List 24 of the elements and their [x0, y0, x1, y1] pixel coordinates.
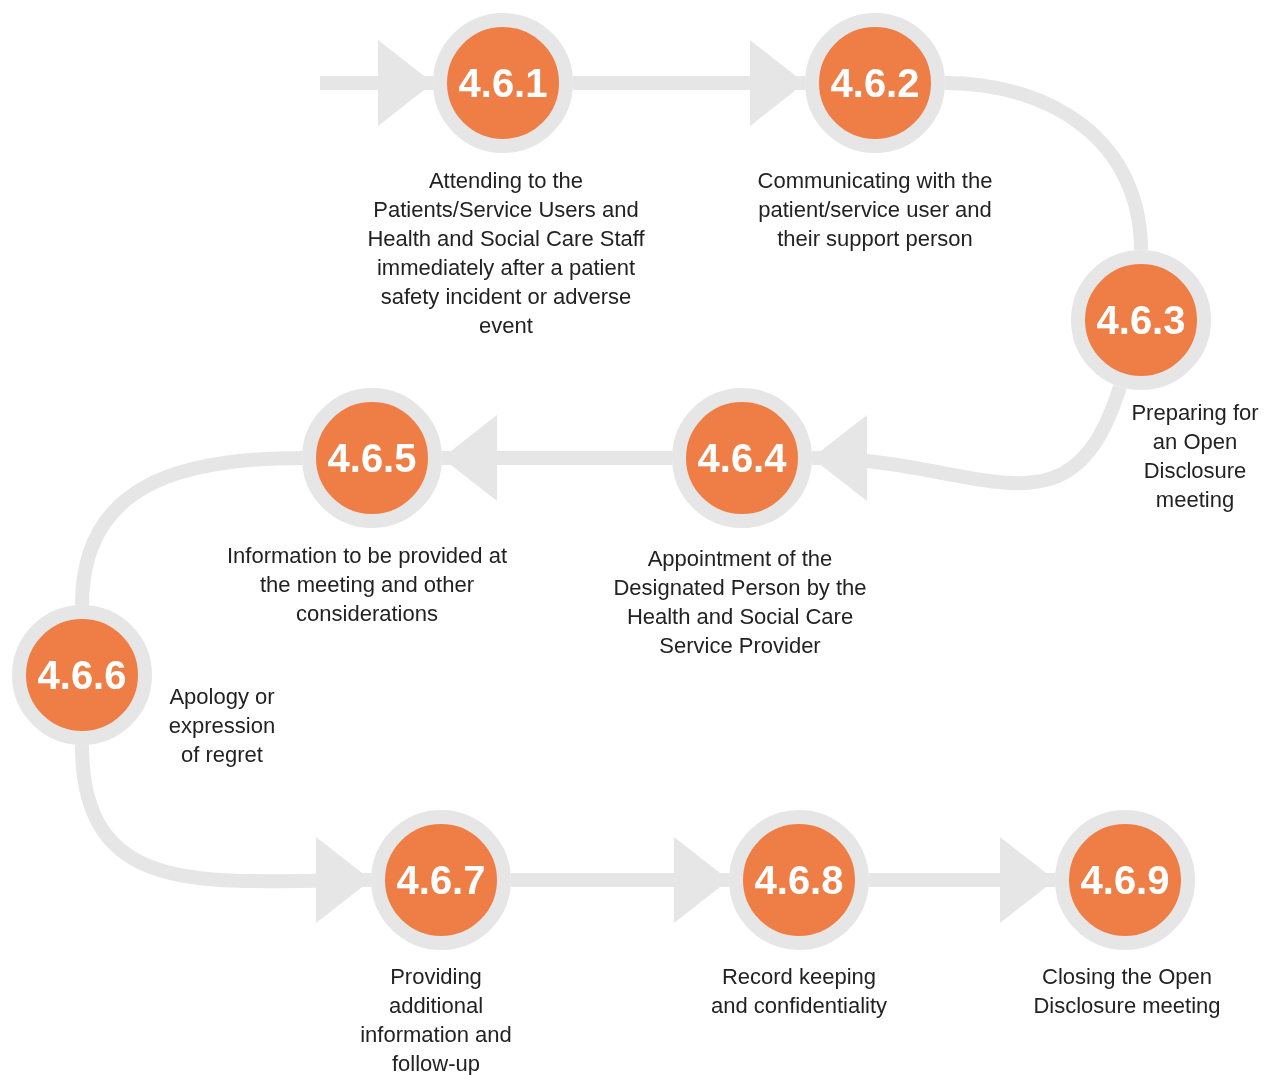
step-number: 4.6.4	[697, 435, 787, 481]
step-number: 4.6.9	[1080, 857, 1170, 903]
step-description: Record keeping and confidentiality	[709, 963, 889, 1020]
step-description: Closing the Open Disclosure meeting	[1032, 963, 1222, 1020]
step-number: 4.6.2	[830, 60, 920, 106]
step-description: Attending to the Patients/Service Users and Health and Social Care Staff immediately after a patient safety incident or adverse event	[366, 167, 646, 340]
step-number: 4.6.7	[396, 857, 486, 903]
step-number: 4.6.1	[458, 60, 548, 106]
step-description: Apology or expression of regret	[167, 683, 277, 769]
arrow	[811, 384, 1127, 504]
step-number: 4.6.8	[754, 857, 844, 903]
arrow	[442, 415, 672, 501]
step-description: Information to be provided at the meeting and other considerations	[225, 542, 509, 628]
step-number: 4.6.5	[327, 435, 417, 481]
arrow	[573, 40, 805, 126]
step-description: Communicating with the patient/service user and their support person	[756, 167, 994, 253]
arrow	[320, 40, 433, 126]
step-description: Providing additional information and follow-up	[359, 963, 513, 1075]
step-description: Appointment of the Designated Person by the Health and Social Care Service Provider	[612, 545, 868, 660]
arrow	[869, 837, 1055, 923]
arrow	[75, 744, 372, 924]
step-number: 4.6.3	[1096, 297, 1186, 343]
step-number: 4.6.6	[37, 652, 127, 698]
step-description: Preparing for an Open Disclosure meeting	[1130, 399, 1260, 514]
